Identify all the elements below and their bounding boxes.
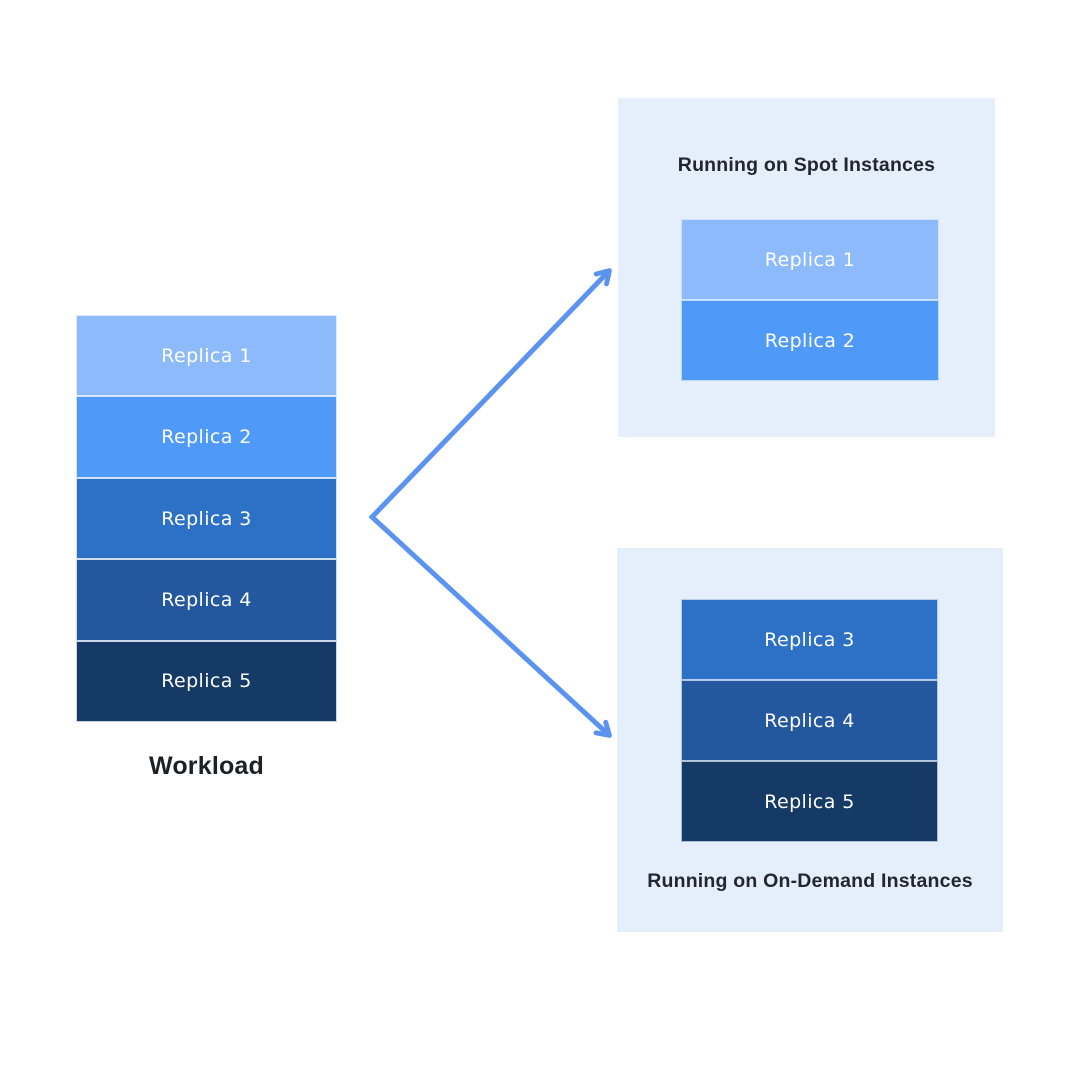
- spot-panel-title: Running on Spot Instances: [677, 154, 936, 176]
- ondemand-replica-stack: Replica 3 Replica 4 Replica 5: [681, 599, 938, 842]
- workload-title: Workload: [148, 752, 265, 780]
- workload-replica-2: Replica 2: [76, 396, 337, 478]
- spot-replica-2: Replica 2: [681, 300, 939, 381]
- spot-replica-1: Replica 1: [681, 219, 939, 300]
- ondemand-panel: Replica 3 Replica 4 Replica 5 Running on…: [617, 548, 1003, 932]
- workload-replica-1: Replica 1: [76, 315, 337, 397]
- arrow-to-spot-and-ondemand: [368, 268, 612, 738]
- workload-replica-4: Replica 4: [76, 559, 337, 641]
- spot-replica-stack: Replica 1 Replica 2: [681, 219, 939, 381]
- ondemand-panel-title: Running on On-Demand Instances: [647, 870, 973, 892]
- ondemand-replica-5: Replica 5: [681, 761, 938, 842]
- ondemand-replica-4: Replica 4: [681, 680, 938, 761]
- ondemand-replica-3: Replica 3: [681, 599, 938, 680]
- workload-replica-5: Replica 5: [76, 640, 337, 723]
- workload-replica-3: Replica 3: [76, 477, 337, 560]
- workload-stack: Replica 1 Replica 2 Replica 3 Replica 4 …: [76, 315, 337, 723]
- spot-panel: Running on Spot Instances Replica 1 Repl…: [618, 98, 995, 437]
